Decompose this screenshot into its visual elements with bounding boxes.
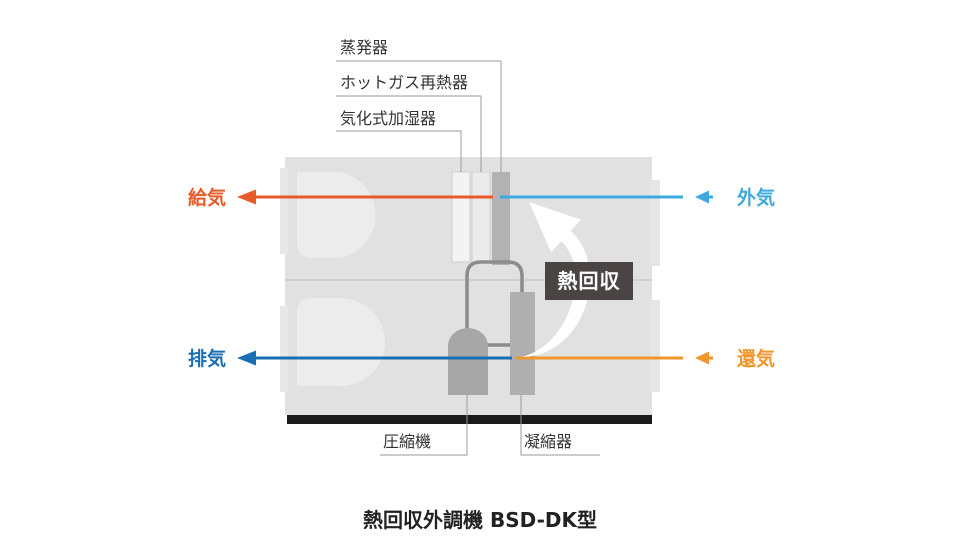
left-tab-upper bbox=[280, 168, 288, 254]
compressor-leader bbox=[380, 395, 468, 456]
evaporator-leader bbox=[336, 60, 502, 172]
right-tab-upper bbox=[650, 180, 660, 266]
compressor bbox=[448, 328, 488, 395]
condenser-leader bbox=[520, 395, 600, 456]
heat-recovery-arrow bbox=[522, 202, 590, 357]
hot-gas-reheater-leader bbox=[336, 95, 482, 172]
return-air-arrowhead bbox=[695, 351, 709, 365]
right-tab-lower bbox=[650, 300, 660, 392]
heat-recovery-badge-label: 熱回収 bbox=[558, 269, 621, 293]
component-labels: 蒸発器 ホットガス再熱器 気化式加湿器 圧縮機 凝縮器 bbox=[336, 38, 600, 456]
humidifier bbox=[451, 171, 471, 263]
airflows: 給気 外気 排気 還気 bbox=[188, 186, 775, 370]
exhaust-fan bbox=[297, 298, 385, 386]
diagram-title: 熱回収外調機 BSD-DK型 bbox=[363, 508, 597, 532]
outside-air-arrowhead bbox=[695, 190, 709, 204]
supply-air-arrowhead bbox=[237, 189, 256, 205]
condenser bbox=[510, 292, 535, 395]
return-air-label: 還気 bbox=[737, 347, 775, 370]
heat-recovery-badge-box bbox=[545, 262, 633, 300]
refrigerant-pipe-loop bbox=[465, 260, 524, 334]
hot-gas-reheater-label: ホットガス再熱器 bbox=[340, 73, 468, 92]
evaporator-label: 蒸発器 bbox=[340, 38, 388, 57]
left-tab-lower bbox=[280, 306, 288, 392]
exhaust-air-label: 排気 bbox=[188, 347, 226, 370]
outside-air-label: 外気 bbox=[737, 186, 775, 209]
supply-fan bbox=[297, 172, 376, 258]
components bbox=[448, 171, 535, 395]
supply-air-label: 給気 bbox=[188, 186, 226, 209]
heat-recovery-badge: 熱回収 bbox=[545, 262, 633, 300]
evaporator bbox=[492, 172, 510, 265]
condenser-label: 凝縮器 bbox=[524, 432, 572, 451]
humidifier-leader bbox=[336, 130, 462, 172]
compressor-label: 圧縮機 bbox=[383, 432, 431, 451]
hot-gas-reheater bbox=[471, 171, 491, 263]
unit-base bbox=[287, 415, 652, 424]
exhaust-air-arrowhead bbox=[237, 350, 256, 366]
humidifier-label: 気化式加湿器 bbox=[340, 109, 436, 128]
